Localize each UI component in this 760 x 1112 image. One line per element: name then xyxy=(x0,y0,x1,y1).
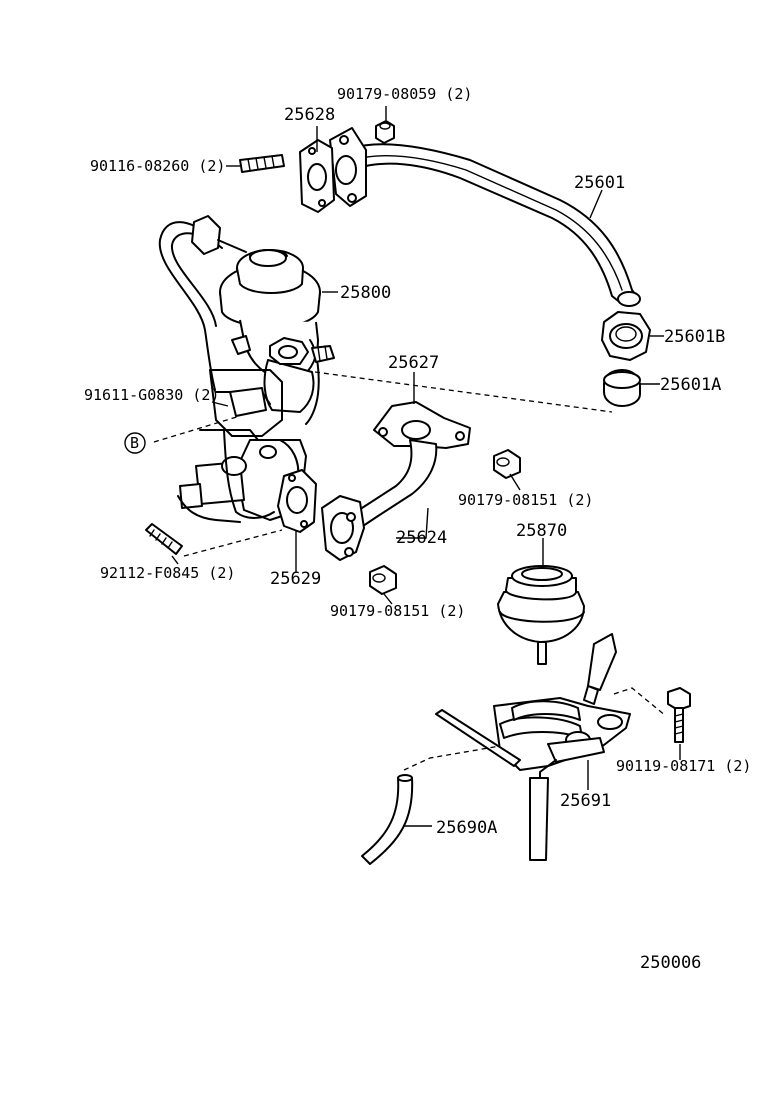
leader-lines xyxy=(171,106,681,827)
label-25601A: 25601A xyxy=(660,375,721,395)
label-25870: 25870 xyxy=(516,521,567,541)
label-25627: 25627 xyxy=(388,353,439,373)
label-25601: 25601 xyxy=(574,173,625,193)
label-25628: 25628 xyxy=(284,105,335,125)
ring-25601A xyxy=(603,369,641,407)
pipe-flange xyxy=(329,127,367,207)
label-25690A: 25690A xyxy=(436,818,497,838)
label-91611-G0830: 91611-G0830 (2) xyxy=(84,386,219,404)
union-nut-25601B xyxy=(601,311,651,361)
label-90179-08059: 90179-08059 (2) xyxy=(337,85,472,103)
label-25601B: 25601B xyxy=(664,327,725,347)
egr-pipe-25601 xyxy=(351,143,641,307)
gasket-25629 xyxy=(277,469,317,533)
gasket-25627 xyxy=(373,401,471,449)
bracket-25691 xyxy=(493,633,631,785)
egr-valve-25800 xyxy=(158,215,335,425)
stud-90116-08260 xyxy=(239,154,285,173)
reference-lines xyxy=(153,371,667,771)
vacuum-hose-right xyxy=(529,777,549,861)
vacuum-pipe-left xyxy=(435,709,521,767)
label-ref-b: B xyxy=(130,434,139,452)
label-90179-08151-lower: 90179-08151 (2) xyxy=(330,602,465,620)
label-90116-08260: 90116-08260 (2) xyxy=(90,157,225,175)
label-25629: 25629 xyxy=(270,569,321,589)
nut-90179-08151-lower xyxy=(369,565,397,595)
ref-b-circle xyxy=(124,432,146,454)
nut-90179-08151-upper xyxy=(493,449,521,479)
diagram-id: 250006 xyxy=(640,953,701,973)
label-90179-08151-upper: 90179-08151 (2) xyxy=(458,491,593,509)
bolt-90119-08171 xyxy=(667,687,691,743)
egr-pipe-25624 xyxy=(321,439,438,561)
nut-90179-08059 xyxy=(375,120,395,144)
label-25691: 25691 xyxy=(560,791,611,811)
label-90119-08171: 90119-08171 (2) xyxy=(616,757,751,775)
hose-25690A xyxy=(361,774,414,865)
stud-92112-F0845 xyxy=(145,523,183,555)
label-92112-F0845: 92112-F0845 (2) xyxy=(100,564,235,582)
gasket-25628 xyxy=(299,139,335,213)
egr-modulator-25870 xyxy=(497,565,585,665)
label-25624: 25624 xyxy=(396,528,447,548)
label-25800: 25800 xyxy=(340,283,391,303)
